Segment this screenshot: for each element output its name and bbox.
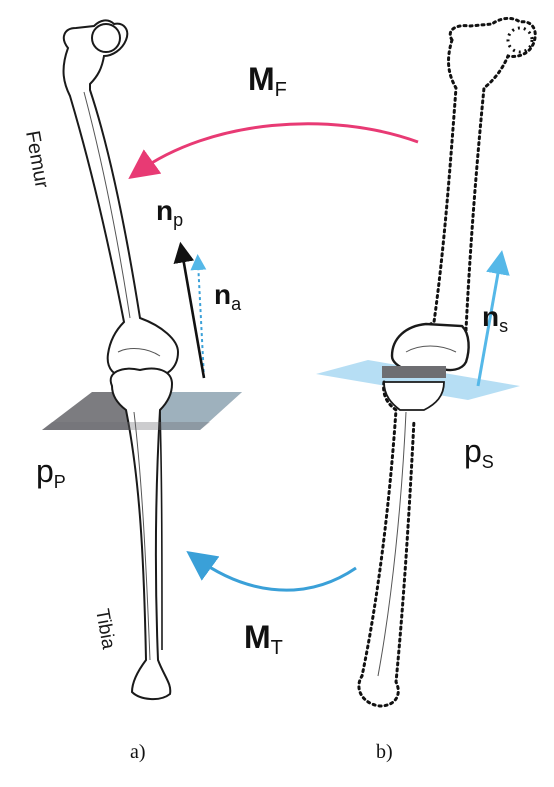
normal-posture-arrow: [182, 252, 204, 378]
plane-standard-label: pS: [464, 433, 494, 472]
joint-bar: [382, 366, 446, 378]
tibia-plateau: [384, 382, 444, 410]
moment-femur-arrow: [138, 124, 418, 172]
moment-tibia-label: MT: [244, 619, 283, 659]
posture-plane-front: [42, 422, 210, 430]
fibula: [160, 412, 162, 650]
moment-femur-label: MF: [248, 61, 287, 101]
plane-posture-label: pP: [36, 453, 66, 492]
caption-a: a): [130, 741, 146, 763]
normal-posture-label: np: [156, 195, 183, 230]
femur-head-outline: [508, 28, 532, 52]
moment-tibia-arrow: [196, 558, 356, 590]
tibia-bone-outline: [359, 382, 414, 706]
normal-standard-label: ns: [482, 301, 508, 336]
femur-label: Femur: [21, 129, 53, 190]
femur-head: [92, 24, 120, 52]
panel-a: Femur Tibia np na pP MF MT a): [21, 20, 418, 763]
femur-condyles: [392, 324, 469, 373]
normal-anatomical-label: na: [214, 279, 242, 314]
panel-b: ns pS b): [316, 18, 535, 763]
femur-bone-outline-left: [410, 40, 456, 352]
tibia-label: Tibia: [91, 607, 119, 651]
caption-b: b): [376, 741, 393, 763]
